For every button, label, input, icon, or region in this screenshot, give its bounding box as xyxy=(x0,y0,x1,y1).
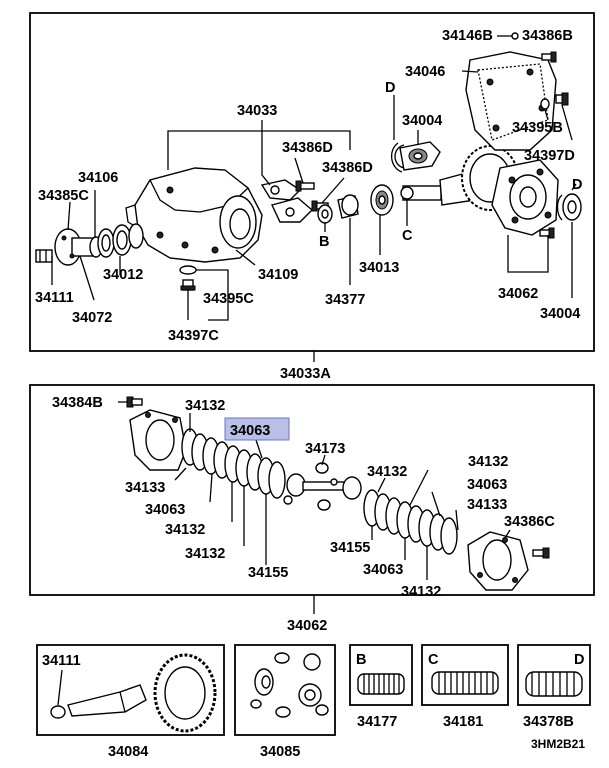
bolt-34062[interactable] xyxy=(539,227,555,239)
label-34397c: 34397C xyxy=(168,328,219,344)
label-34132-c: 34132 xyxy=(367,464,407,480)
bolt-34386c[interactable] xyxy=(532,547,550,559)
side-bearing-34004[interactable] xyxy=(556,193,582,221)
oil-seal-ring[interactable] xyxy=(97,223,144,258)
box-34085[interactable] xyxy=(234,644,336,736)
top-assembly-box: 34146B 34386B 34046 34033 D 34004 34395B… xyxy=(29,12,595,352)
case-half-left[interactable] xyxy=(129,409,187,471)
label-34063-c: 34063 xyxy=(467,477,507,493)
label-34155-b: 34155 xyxy=(248,565,288,581)
bearing-34013[interactable] xyxy=(370,184,394,216)
box-34177[interactable]: B xyxy=(349,644,413,706)
bolt-34384b[interactable] xyxy=(126,396,143,408)
label-34072: 34072 xyxy=(72,310,112,326)
label-34133-b: 34133 xyxy=(467,497,507,513)
snap-ring-d[interactable] xyxy=(391,142,405,173)
pinion-gears-center[interactable] xyxy=(283,462,362,511)
breather-34146b[interactable] xyxy=(497,32,519,40)
middle-assembly-box: 34384B 34132 34063 34173 34132 34133 341… xyxy=(29,384,595,600)
clutch-stack-left[interactable] xyxy=(181,428,286,499)
label-34111-bottom: 34111 xyxy=(42,653,81,669)
label-34395b: 34395B xyxy=(512,120,563,136)
top-leader-lines xyxy=(51,70,577,321)
caption-34177: 34177 xyxy=(357,714,397,730)
spring-b-icon xyxy=(357,673,405,695)
carrier-housing[interactable] xyxy=(125,167,263,263)
label-d-top: D xyxy=(385,80,395,96)
box-34084[interactable]: 34111 xyxy=(36,644,225,736)
label-34132-a: 34132 xyxy=(185,398,225,414)
label-34146b: 34146B xyxy=(442,28,493,44)
label-34384b: 34384B xyxy=(52,395,103,411)
caption-34062: 34062 xyxy=(287,618,327,634)
label-34063-b: 34063 xyxy=(145,502,185,518)
clutch-stack-right[interactable] xyxy=(363,489,458,555)
diagram-code: 3HM2B21 xyxy=(531,737,585,751)
bearing-34004-upper[interactable] xyxy=(399,141,441,171)
rear-cover[interactable] xyxy=(465,51,557,151)
label-34132-b: 34132 xyxy=(468,454,508,470)
caption-34084: 34084 xyxy=(108,744,148,760)
caption-34085: 34085 xyxy=(260,744,300,760)
label-34132-d: 34132 xyxy=(165,522,205,538)
label-34004-top: 34004 xyxy=(402,113,442,129)
tag-d: D xyxy=(574,652,584,668)
middle-leader-lines xyxy=(118,401,511,580)
label-34133-a: 34133 xyxy=(125,480,165,496)
plug-34397d[interactable] xyxy=(555,92,569,106)
box-34378b[interactable]: D xyxy=(517,644,591,706)
bolt-34386b[interactable] xyxy=(541,51,557,63)
tag-c: C xyxy=(428,652,439,668)
pinion-nut[interactable] xyxy=(35,249,53,263)
caption-34378b: 34378B xyxy=(523,714,574,730)
washer-34395c[interactable] xyxy=(179,265,197,275)
label-34397d: 34397D xyxy=(524,148,575,164)
highlight-34063 xyxy=(224,417,290,441)
label-34013: 34013 xyxy=(359,260,399,276)
label-34111: 34111 xyxy=(35,290,74,306)
spacer-34377[interactable] xyxy=(337,194,359,219)
label-34046: 34046 xyxy=(405,64,445,80)
label-34062-top: 34062 xyxy=(498,286,538,302)
label-34385c: 34385C xyxy=(38,188,89,204)
washer-34395b[interactable] xyxy=(540,98,550,110)
label-c: C xyxy=(402,228,413,244)
spring-d-icon xyxy=(525,671,583,697)
label-34063-highlighted[interactable]: 34063 xyxy=(230,423,270,439)
plug-34397c[interactable] xyxy=(180,279,196,291)
label-34377: 34377 xyxy=(325,292,365,308)
label-34386b: 34386B xyxy=(522,28,573,44)
label-34033: 34033 xyxy=(237,103,277,119)
bolt-34386d-a[interactable] xyxy=(295,180,315,192)
differential-case[interactable] xyxy=(491,159,559,236)
box-34181[interactable]: C xyxy=(421,644,509,706)
label-34106: 34106 xyxy=(78,170,118,186)
label-34109: 34109 xyxy=(258,267,298,283)
cover-shims[interactable] xyxy=(260,179,314,223)
label-34173: 34173 xyxy=(305,441,345,457)
label-b: B xyxy=(319,234,329,250)
spring-c-icon xyxy=(431,671,499,695)
label-34132-e: 34132 xyxy=(185,546,225,562)
tag-b: B xyxy=(356,652,366,668)
label-34395c: 34395C xyxy=(203,291,254,307)
case-half-right[interactable] xyxy=(467,531,529,591)
caption-34181: 34181 xyxy=(443,714,483,730)
label-34063-d: 34063 xyxy=(363,562,403,578)
caption-34033a: 34033A xyxy=(280,366,331,382)
label-34386d-b: 34386D xyxy=(322,160,373,176)
label-34012: 34012 xyxy=(103,267,143,283)
label-34386d-a: 34386D xyxy=(282,140,333,156)
washer-b[interactable] xyxy=(317,204,333,224)
label-d-right: D xyxy=(572,177,582,193)
label-34386c: 34386C xyxy=(504,514,555,530)
label-34004-bottom: 34004 xyxy=(540,306,580,322)
label-34155-a: 34155 xyxy=(330,540,370,556)
label-34132-f: 34132 xyxy=(401,584,441,600)
